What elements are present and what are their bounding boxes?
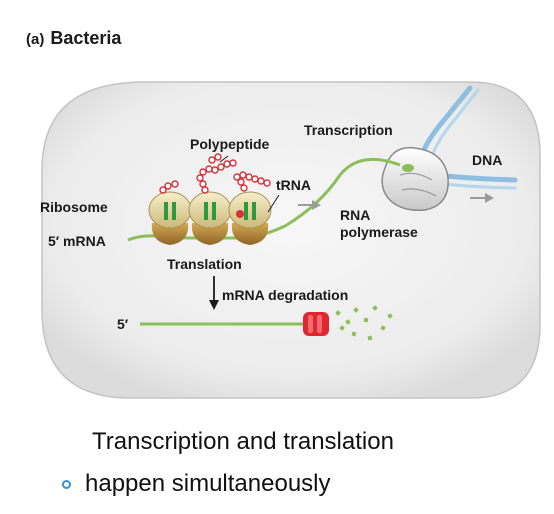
polypeptide-chains (159, 153, 271, 194)
label-5-mrna: 5′ mRNA (48, 233, 106, 249)
panel-name: Bacteria (50, 28, 122, 48)
cell-body (41, 81, 541, 399)
trna-pointer (267, 194, 280, 213)
caption-line-2: happen simultaneously (85, 470, 331, 497)
caption-line-1: Transcription and translation (92, 428, 394, 455)
degradation-enzyme (303, 312, 329, 336)
panel-title: (a) Bacteria (26, 28, 121, 49)
label-ribosome: Ribosome (40, 199, 108, 215)
label-dna: DNA (472, 152, 502, 168)
bullet-icon (62, 479, 71, 489)
degradation-arrow-head (209, 300, 219, 310)
polymerase-arrow-head (485, 193, 494, 203)
label-transcription: Transcription (304, 122, 393, 138)
nucleotide-fragments (335, 305, 393, 341)
ribosome-2 (188, 191, 232, 245)
label-trna: tRNA (276, 177, 311, 193)
label-translation: Translation (167, 256, 242, 272)
rna-polymerase (381, 146, 449, 211)
ribosome-3 (228, 191, 272, 245)
label-polymerase: polymerase (340, 224, 418, 240)
polypeptide-pointer (219, 155, 229, 163)
label-rna: RNA (340, 207, 370, 223)
label-5-prime: 5′ (117, 316, 129, 332)
ribosome-1 (148, 191, 192, 245)
translation-arrow-head (312, 200, 321, 210)
label-polypeptide: Polypeptide (190, 136, 270, 152)
caption-bullet-row: happen simultaneously (62, 470, 331, 498)
panel-tag: (a) (26, 31, 45, 48)
label-mrna-degradation: mRNA degradation (222, 287, 348, 303)
